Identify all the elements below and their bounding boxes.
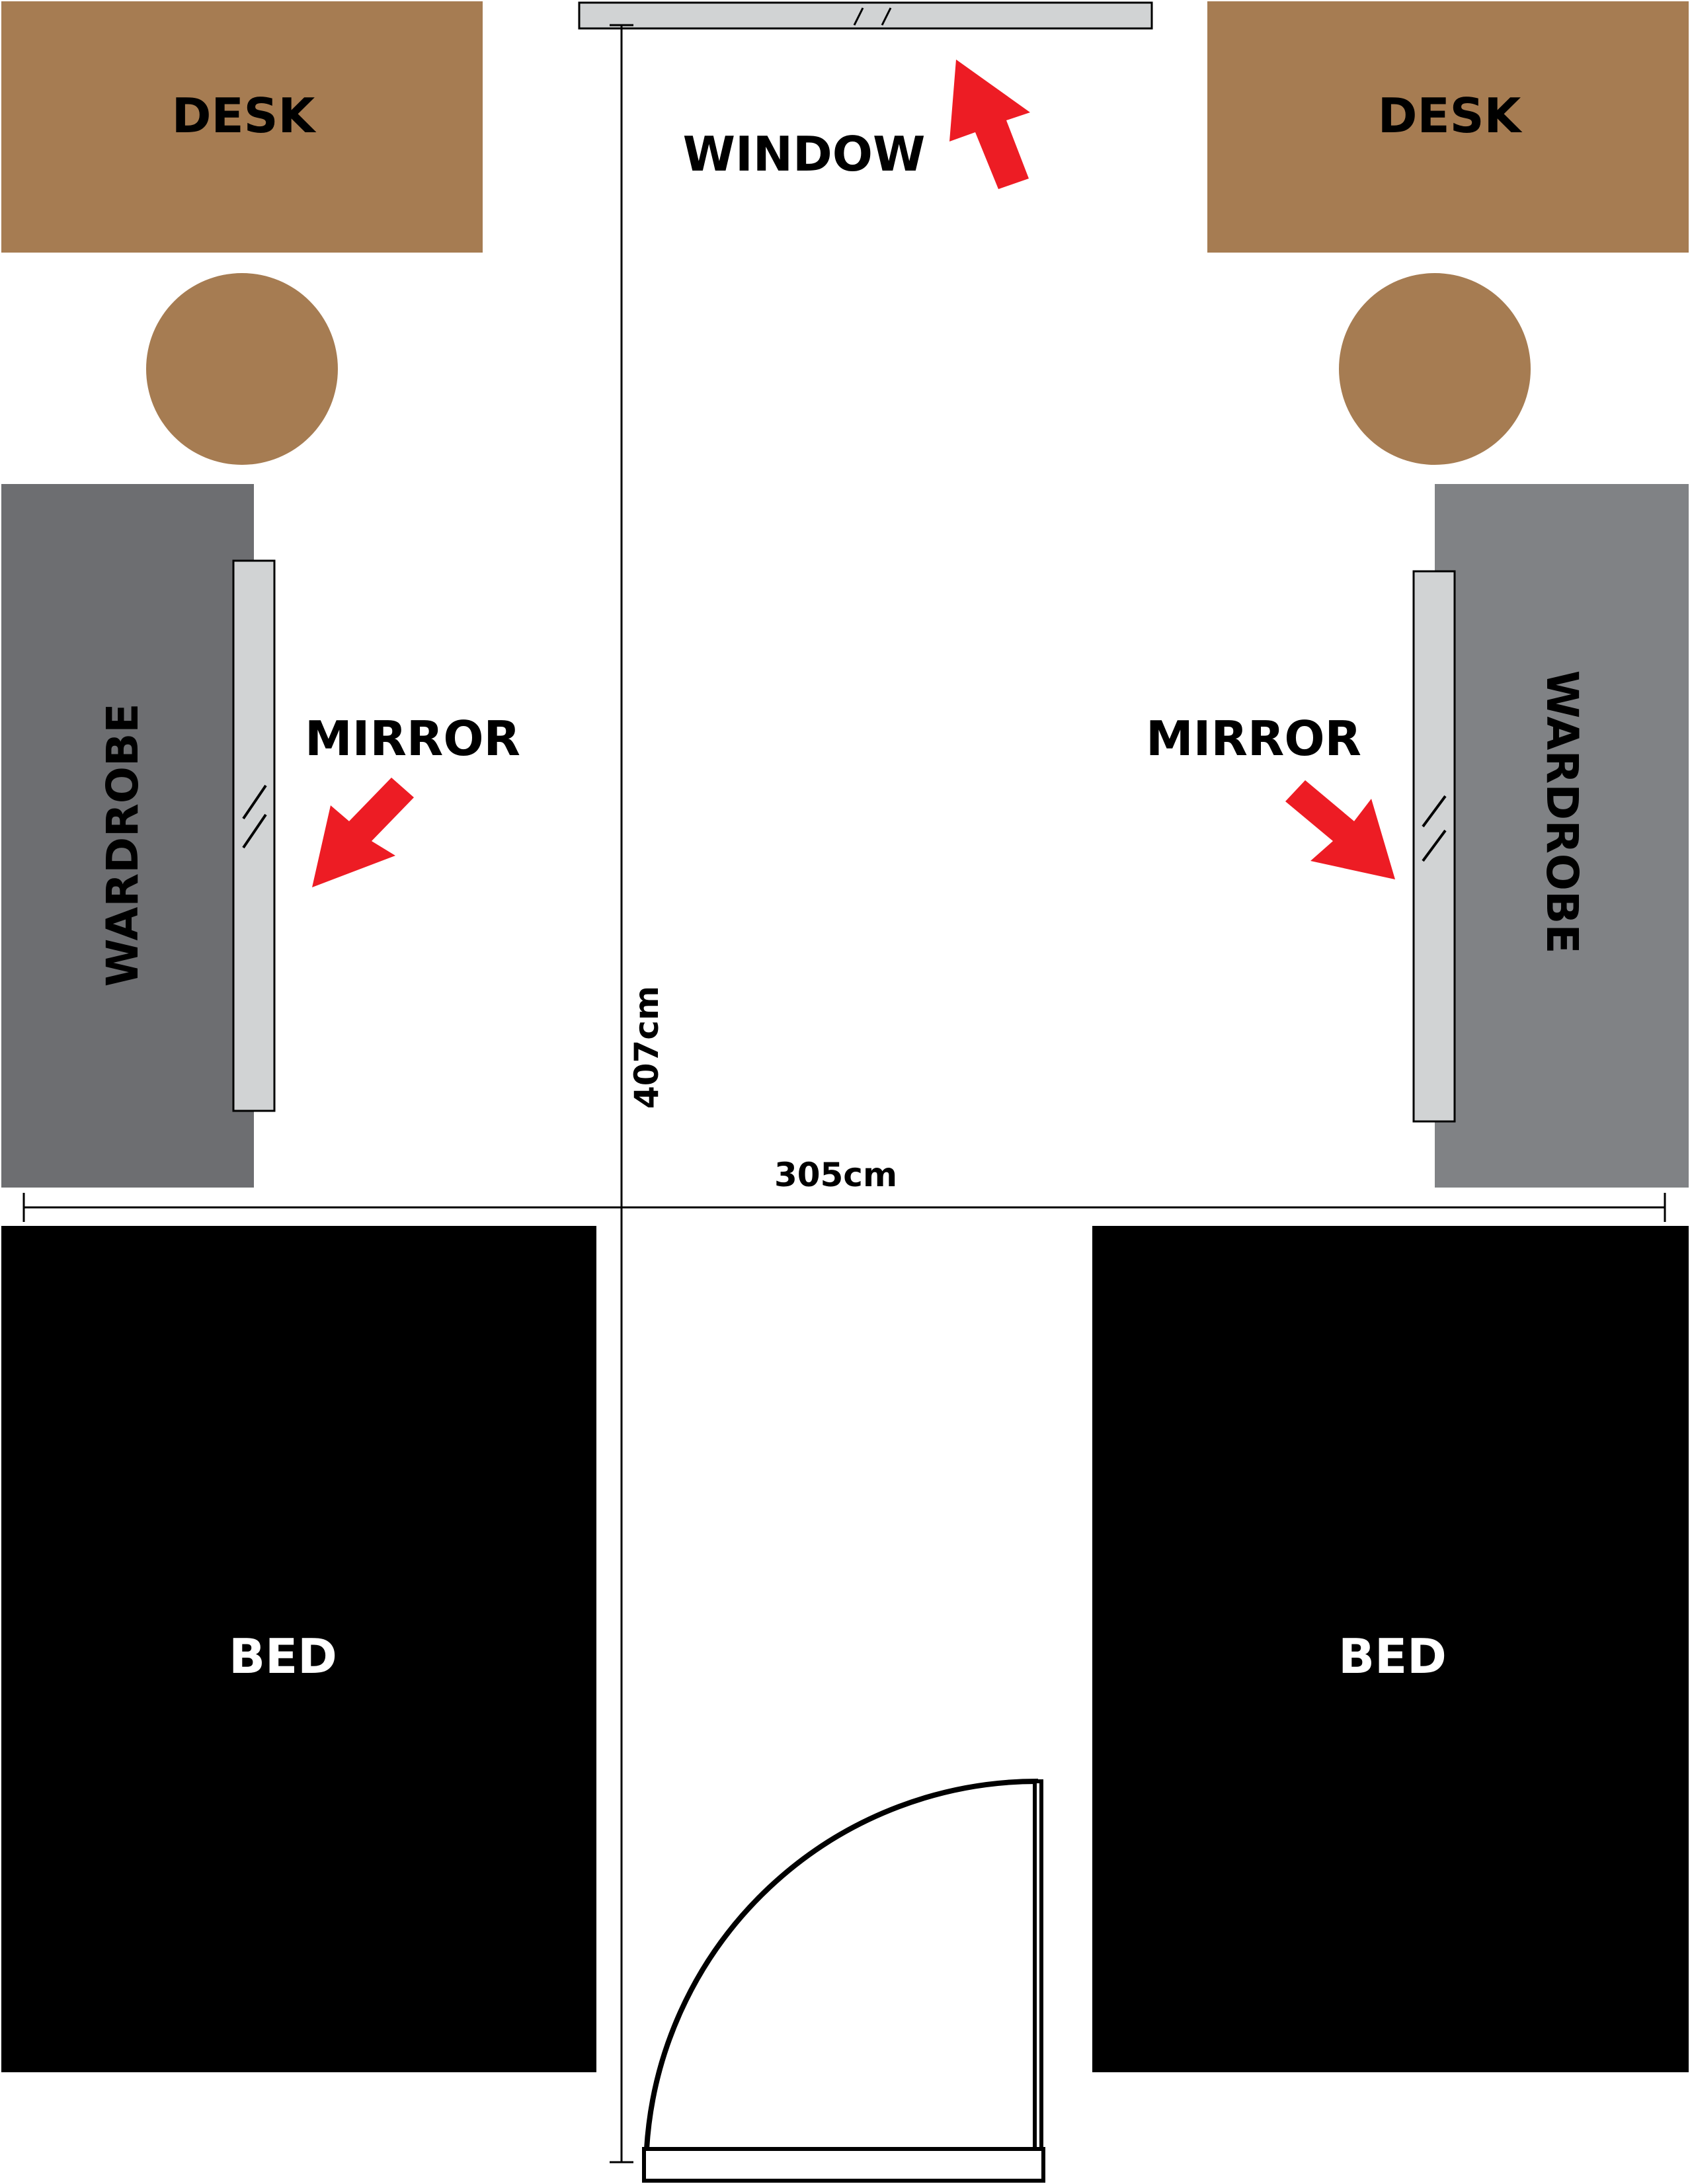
door-leaf — [1033, 1779, 1043, 2151]
mirror-left-arrow — [312, 778, 414, 887]
mirror-right — [1412, 570, 1456, 1123]
wardrobe-right-label: WARDROBE — [1537, 670, 1588, 954]
width-dimension: 305cm — [22, 1156, 1666, 1222]
bed-right-body — [1092, 1226, 1689, 2072]
bed-left-label: BED — [229, 1629, 337, 1684]
wardrobe-left-label: WARDROBE — [97, 704, 148, 987]
height-dimension: 407cm — [610, 24, 666, 2164]
door — [642, 1778, 1045, 2183]
wardrobe-right: WARDROBE — [1435, 484, 1689, 1188]
desk-left-label: DESK — [172, 88, 317, 143]
wardrobe-right-body — [1435, 484, 1689, 1188]
mirror-right-glass-mark — [1422, 795, 1447, 828]
chair-left — [146, 273, 338, 465]
mirror-left-label: MIRROR — [305, 711, 520, 766]
bed-right: BED — [1092, 1226, 1689, 2072]
chair-right — [1339, 273, 1531, 465]
window — [578, 1, 1153, 30]
mirror-left-glass — [232, 559, 276, 1112]
window-label: WINDOW — [683, 126, 926, 182]
bed-left-body — [1, 1226, 596, 2072]
wardrobe-left: WARDROBE — [1, 484, 254, 1188]
height-dimension-label: 407cm — [627, 986, 666, 1109]
mirror-right-glass-mark — [1422, 829, 1447, 862]
desk-left: DESK — [1, 1, 483, 253]
width-dimension-label: 305cm — [774, 1156, 897, 1194]
wardrobe-left-body — [1, 484, 254, 1188]
window-glass-mark — [853, 7, 864, 26]
mirror-left — [232, 559, 276, 1112]
desk-right-top — [1207, 1, 1689, 253]
window-arrow — [949, 60, 1030, 189]
mirror-right-arrow — [1285, 780, 1395, 879]
bed-right-label: BED — [1338, 1629, 1447, 1684]
mirror-left-glass-mark — [242, 784, 267, 820]
window-glass-mark — [881, 7, 892, 26]
mirror-left-glass-mark — [242, 813, 267, 849]
desk-left-top — [1, 1, 483, 253]
desk-right-label: DESK — [1378, 88, 1523, 143]
door-threshold — [642, 2147, 1045, 2183]
desk-right: DESK — [1207, 1, 1689, 253]
door-swing-arc — [644, 1778, 1039, 2150]
bed-left: BED — [1, 1226, 596, 2072]
window-pane — [578, 1, 1153, 30]
mirror-right-label: MIRROR — [1146, 711, 1361, 766]
